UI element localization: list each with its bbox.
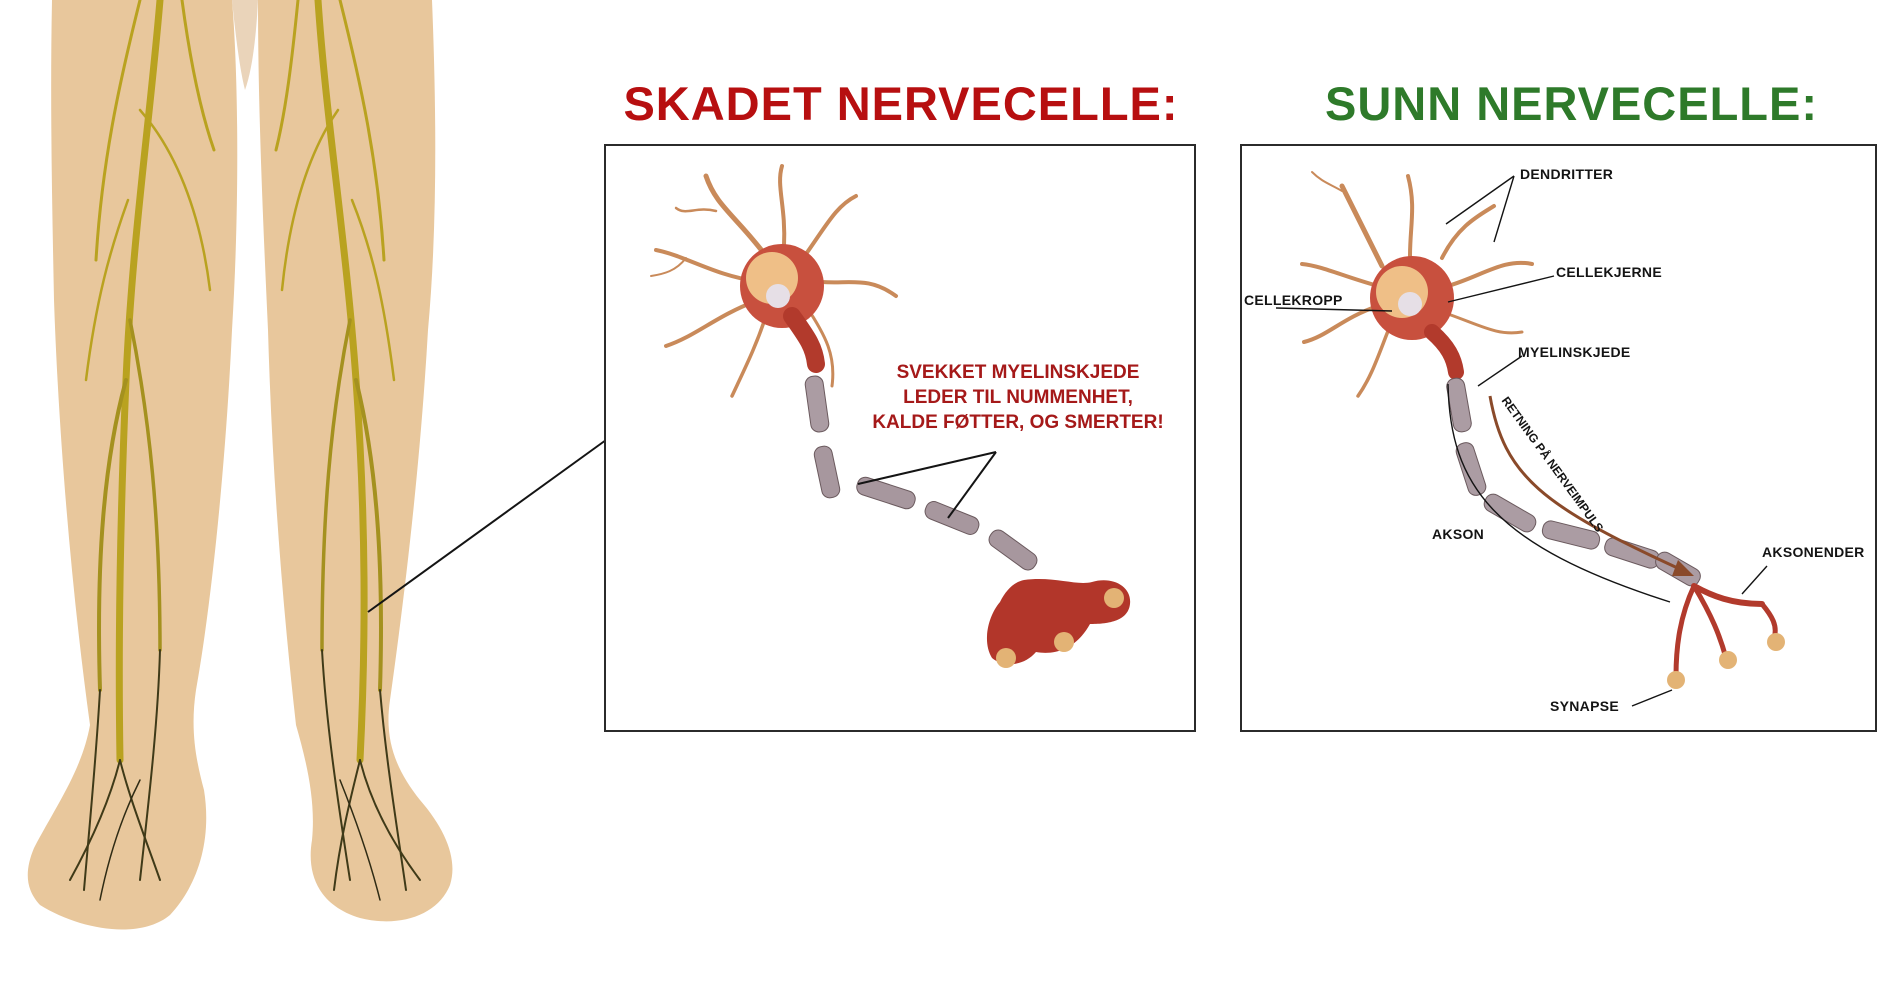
- right-leg: [258, 0, 453, 922]
- left-leg-nerves: [69, 0, 216, 901]
- damaged-axon-terminal: [986, 579, 1131, 665]
- label-axon-terminals: AKSONENDER: [1762, 544, 1865, 560]
- damaged-neuron-panel: SVEKKET MYELINSKJEDE LEDER TIL NUMMENHET…: [604, 144, 1196, 732]
- damaged-neuron-illustration: [650, 164, 1131, 668]
- note-line-1: SVEKKET MYELINSKJEDE: [896, 362, 1140, 383]
- damaged-myelin-segments: [804, 375, 1038, 571]
- label-synapse: SYNAPSE: [1550, 698, 1620, 714]
- note-line-3: KALDE FØTTER, OG SMERTER!: [872, 412, 1164, 433]
- damaged-nerve-title: SKADET NERVECELLE:: [623, 77, 1179, 130]
- healthy-pointer-lines: [1275, 175, 1768, 707]
- healthy-nerve-title: SUNN NERVECELLE:: [1324, 77, 1819, 130]
- damaged-nucleus: [766, 284, 790, 308]
- label-nucleus: CELLEKJERNE: [1556, 264, 1662, 280]
- label-cell-body: CELLEKROPP: [1244, 292, 1343, 308]
- label-axon: AKSON: [1432, 526, 1485, 542]
- label-myelin: MYELINSKJEDE: [1518, 344, 1631, 360]
- note-line-2: LEDER TIL NUMMENHET,: [903, 387, 1133, 408]
- impulse-arrow: [1488, 395, 1683, 572]
- right-leg-nerves: [274, 0, 421, 901]
- left-leg: [27, 0, 238, 930]
- healthy-dendrites: [1300, 171, 1534, 398]
- damaged-myelin-note: SVEKKET MYELINSKJEDE LEDER TIL NUMMENHET…: [846, 360, 1190, 435]
- damaged-pointer-lines: [857, 451, 997, 519]
- healthy-neuron-panel: DENDRITTER CELLEKJERNE CELLEKROPP MYELIN…: [1240, 144, 1877, 732]
- legs-illustration: [27, 0, 453, 930]
- healthy-neuron-illustration: [1275, 171, 1785, 707]
- label-dendrites: DENDRITTER: [1520, 166, 1614, 182]
- healthy-nucleus: [1398, 292, 1422, 316]
